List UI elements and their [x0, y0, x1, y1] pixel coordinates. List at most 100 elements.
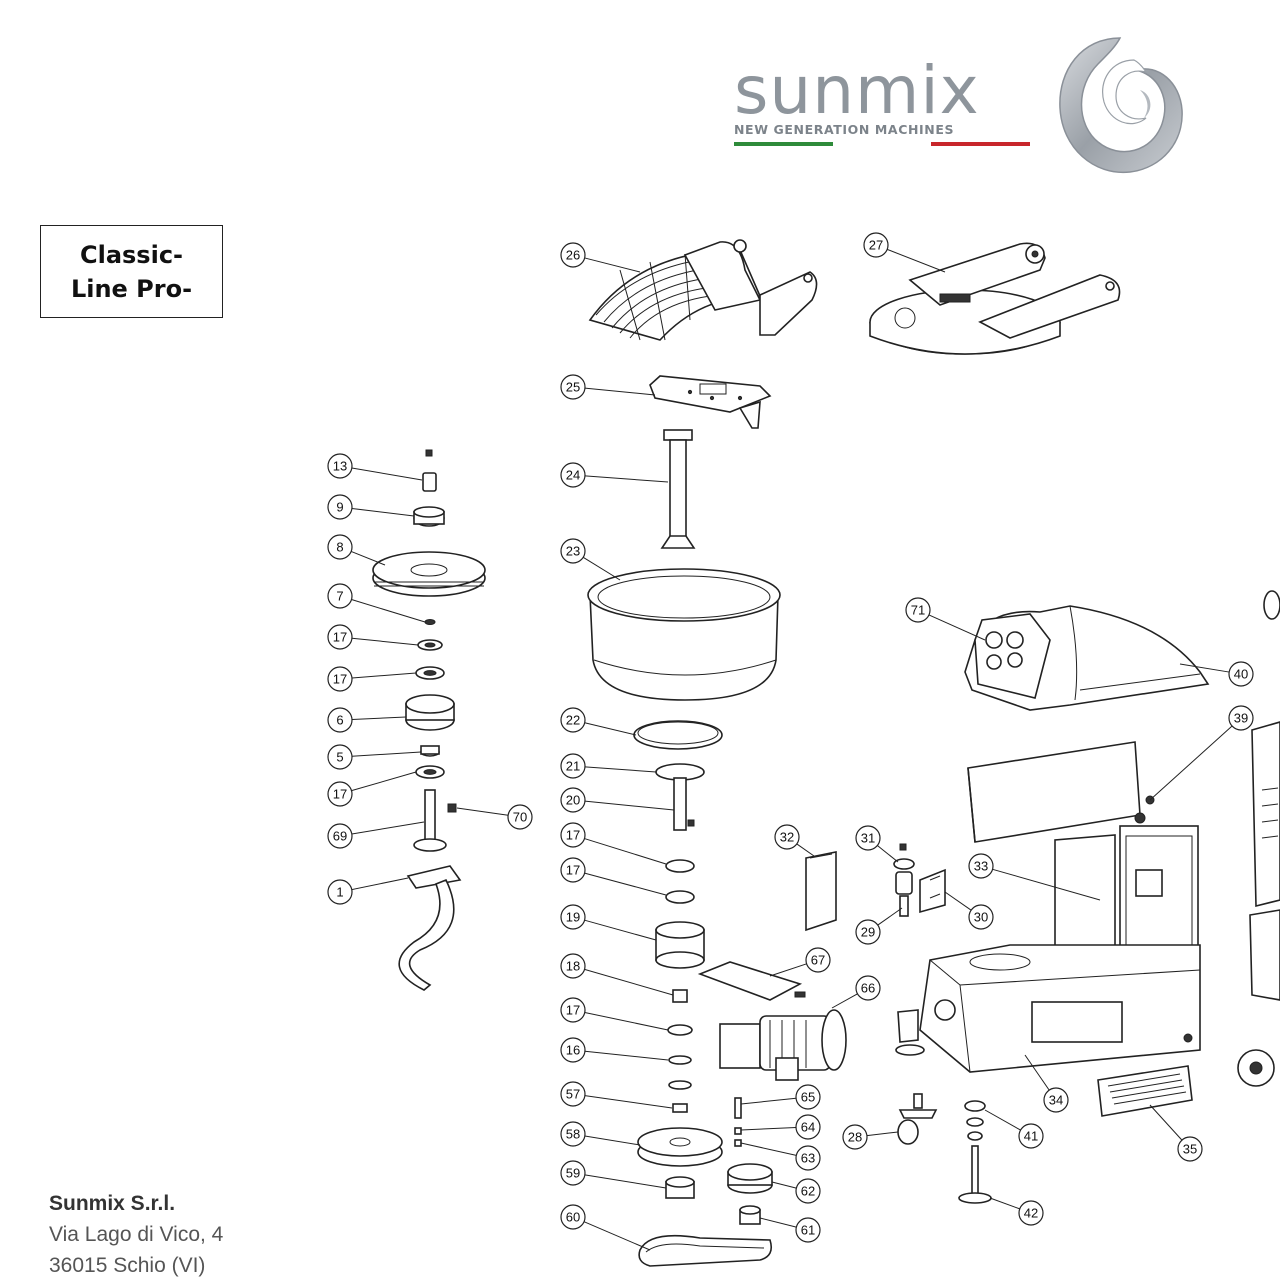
- callout-part-34: 34: [1043, 1087, 1069, 1113]
- part-24-column-drawing: [660, 429, 696, 549]
- callout-part-30: 30: [968, 904, 994, 930]
- callout-circle: [795, 1084, 821, 1110]
- part-callouts: 2627252423139871717651769701222120171719…: [327, 232, 1254, 1243]
- callout-circle: [327, 744, 353, 770]
- part-71-40-head-cover-drawing: [964, 605, 1210, 711]
- leader-line-17: [584, 872, 667, 896]
- callout-label: 17: [333, 672, 347, 687]
- callout-circle: [1018, 1123, 1044, 1149]
- leader-line-35: [1149, 1104, 1183, 1141]
- callout-part-13: 13: [327, 453, 353, 479]
- leader-line-57: [584, 1095, 673, 1109]
- callout-circle: [327, 624, 353, 650]
- part-35-grille-drawing: [1097, 1065, 1193, 1117]
- leader-line-25: [584, 387, 656, 396]
- callout-part-58: 58: [560, 1121, 586, 1147]
- callout-part-69: 69: [327, 823, 353, 849]
- leader-line-7: [351, 599, 426, 623]
- leader-line-6: [351, 716, 407, 720]
- logo-flag-stripe: [734, 142, 1031, 146]
- leader-line-1: [351, 877, 409, 891]
- part-62-61-motor-pulley-drawing: [727, 1163, 773, 1225]
- address-city: 36015 Schio (VI): [49, 1254, 206, 1277]
- callout-label: 16: [566, 1043, 580, 1058]
- callout-part-21: 21: [560, 753, 586, 779]
- leader-line-65: [740, 1097, 797, 1105]
- leader-line-27: [886, 248, 946, 273]
- callout-part-41: 41: [1018, 1123, 1044, 1149]
- part-17-19-18-gearbox-drawing: [655, 859, 705, 1003]
- callout-part-31: 31: [855, 825, 881, 851]
- callout-label: 29: [861, 925, 875, 940]
- callout-part-40: 40: [1228, 661, 1254, 687]
- callout-part-17: 17: [560, 857, 586, 883]
- callout-circle: [560, 904, 586, 930]
- callout-label: 1: [336, 885, 343, 900]
- part-59-60-belt-drawing: [638, 1176, 773, 1267]
- callout-part-17: 17: [327, 666, 353, 692]
- leader-line-16: [584, 1050, 669, 1061]
- callout-circle: [560, 1121, 586, 1147]
- leader-line-59: [584, 1174, 667, 1189]
- callout-circle: [560, 1081, 586, 1107]
- callout-part-70: 70: [507, 804, 533, 830]
- callout-label: 31: [861, 831, 875, 846]
- model-name-box: Classic- Line Pro-: [40, 225, 223, 318]
- callout-part-18: 18: [560, 953, 586, 979]
- leader-line-18: [584, 968, 674, 996]
- callout-label: 17: [566, 863, 580, 878]
- leader-line-20: [584, 800, 675, 811]
- callout-circle: [968, 904, 994, 930]
- callout-circle: [560, 787, 586, 813]
- callout-circle: [560, 538, 586, 564]
- leader-line-28: [866, 1131, 899, 1137]
- callout-label: 33: [974, 859, 988, 874]
- leader-line-58: [584, 1135, 641, 1146]
- callout-circle: [795, 1178, 821, 1204]
- callout-circle: [795, 1217, 821, 1243]
- model-line-2: Line Pro-: [70, 274, 193, 303]
- callout-circle: [327, 707, 353, 733]
- callout-label: 64: [801, 1120, 815, 1135]
- callout-part-17: 17: [327, 781, 353, 807]
- part-28-caster-drawing: [895, 1009, 938, 1145]
- callout-part-71: 71: [905, 597, 931, 623]
- callout-label: 39: [1234, 711, 1248, 726]
- callout-label: 25: [566, 380, 580, 395]
- callout-circle: [327, 879, 353, 905]
- part-27-bowl-cover-drawing: [869, 242, 1121, 355]
- callout-label: 26: [566, 248, 580, 263]
- leader-line-39: [1149, 725, 1233, 801]
- callout-part-6: 6: [327, 707, 353, 733]
- leader-line-70: [456, 807, 509, 816]
- callout-label: 27: [869, 238, 883, 253]
- callout-label: 35: [1183, 1142, 1197, 1157]
- callout-circle: [1228, 705, 1254, 731]
- part-25-plate-drawing: [649, 375, 772, 429]
- leader-line-62: [771, 1181, 797, 1189]
- leader-line-21: [584, 766, 657, 773]
- swirl-logo-icon: [1059, 37, 1183, 174]
- part-drawings: [372, 239, 1280, 1267]
- callout-part-61: 61: [795, 1217, 821, 1243]
- callout-circle: [327, 583, 353, 609]
- leader-line-71: [928, 614, 986, 641]
- callout-part-8: 8: [327, 534, 353, 560]
- callout-circle: [327, 534, 353, 560]
- leader-line-66: [831, 993, 858, 1009]
- callout-part-1: 1: [327, 879, 353, 905]
- callout-label: 30: [974, 910, 988, 925]
- callout-part-5: 5: [327, 744, 353, 770]
- callout-part-17: 17: [327, 624, 353, 650]
- callout-label: 59: [566, 1166, 580, 1181]
- callout-circle: [863, 232, 889, 258]
- part-7-17-6-5-bearings-drawing: [405, 619, 455, 779]
- callout-label: 57: [566, 1087, 580, 1102]
- callout-circle: [327, 823, 353, 849]
- callout-part-19: 19: [560, 904, 586, 930]
- callout-part-27: 27: [863, 232, 889, 258]
- leader-line-42: [989, 1197, 1020, 1210]
- callout-label: 65: [801, 1090, 815, 1105]
- callout-circle: [795, 1145, 821, 1171]
- leader-line-26: [584, 257, 641, 273]
